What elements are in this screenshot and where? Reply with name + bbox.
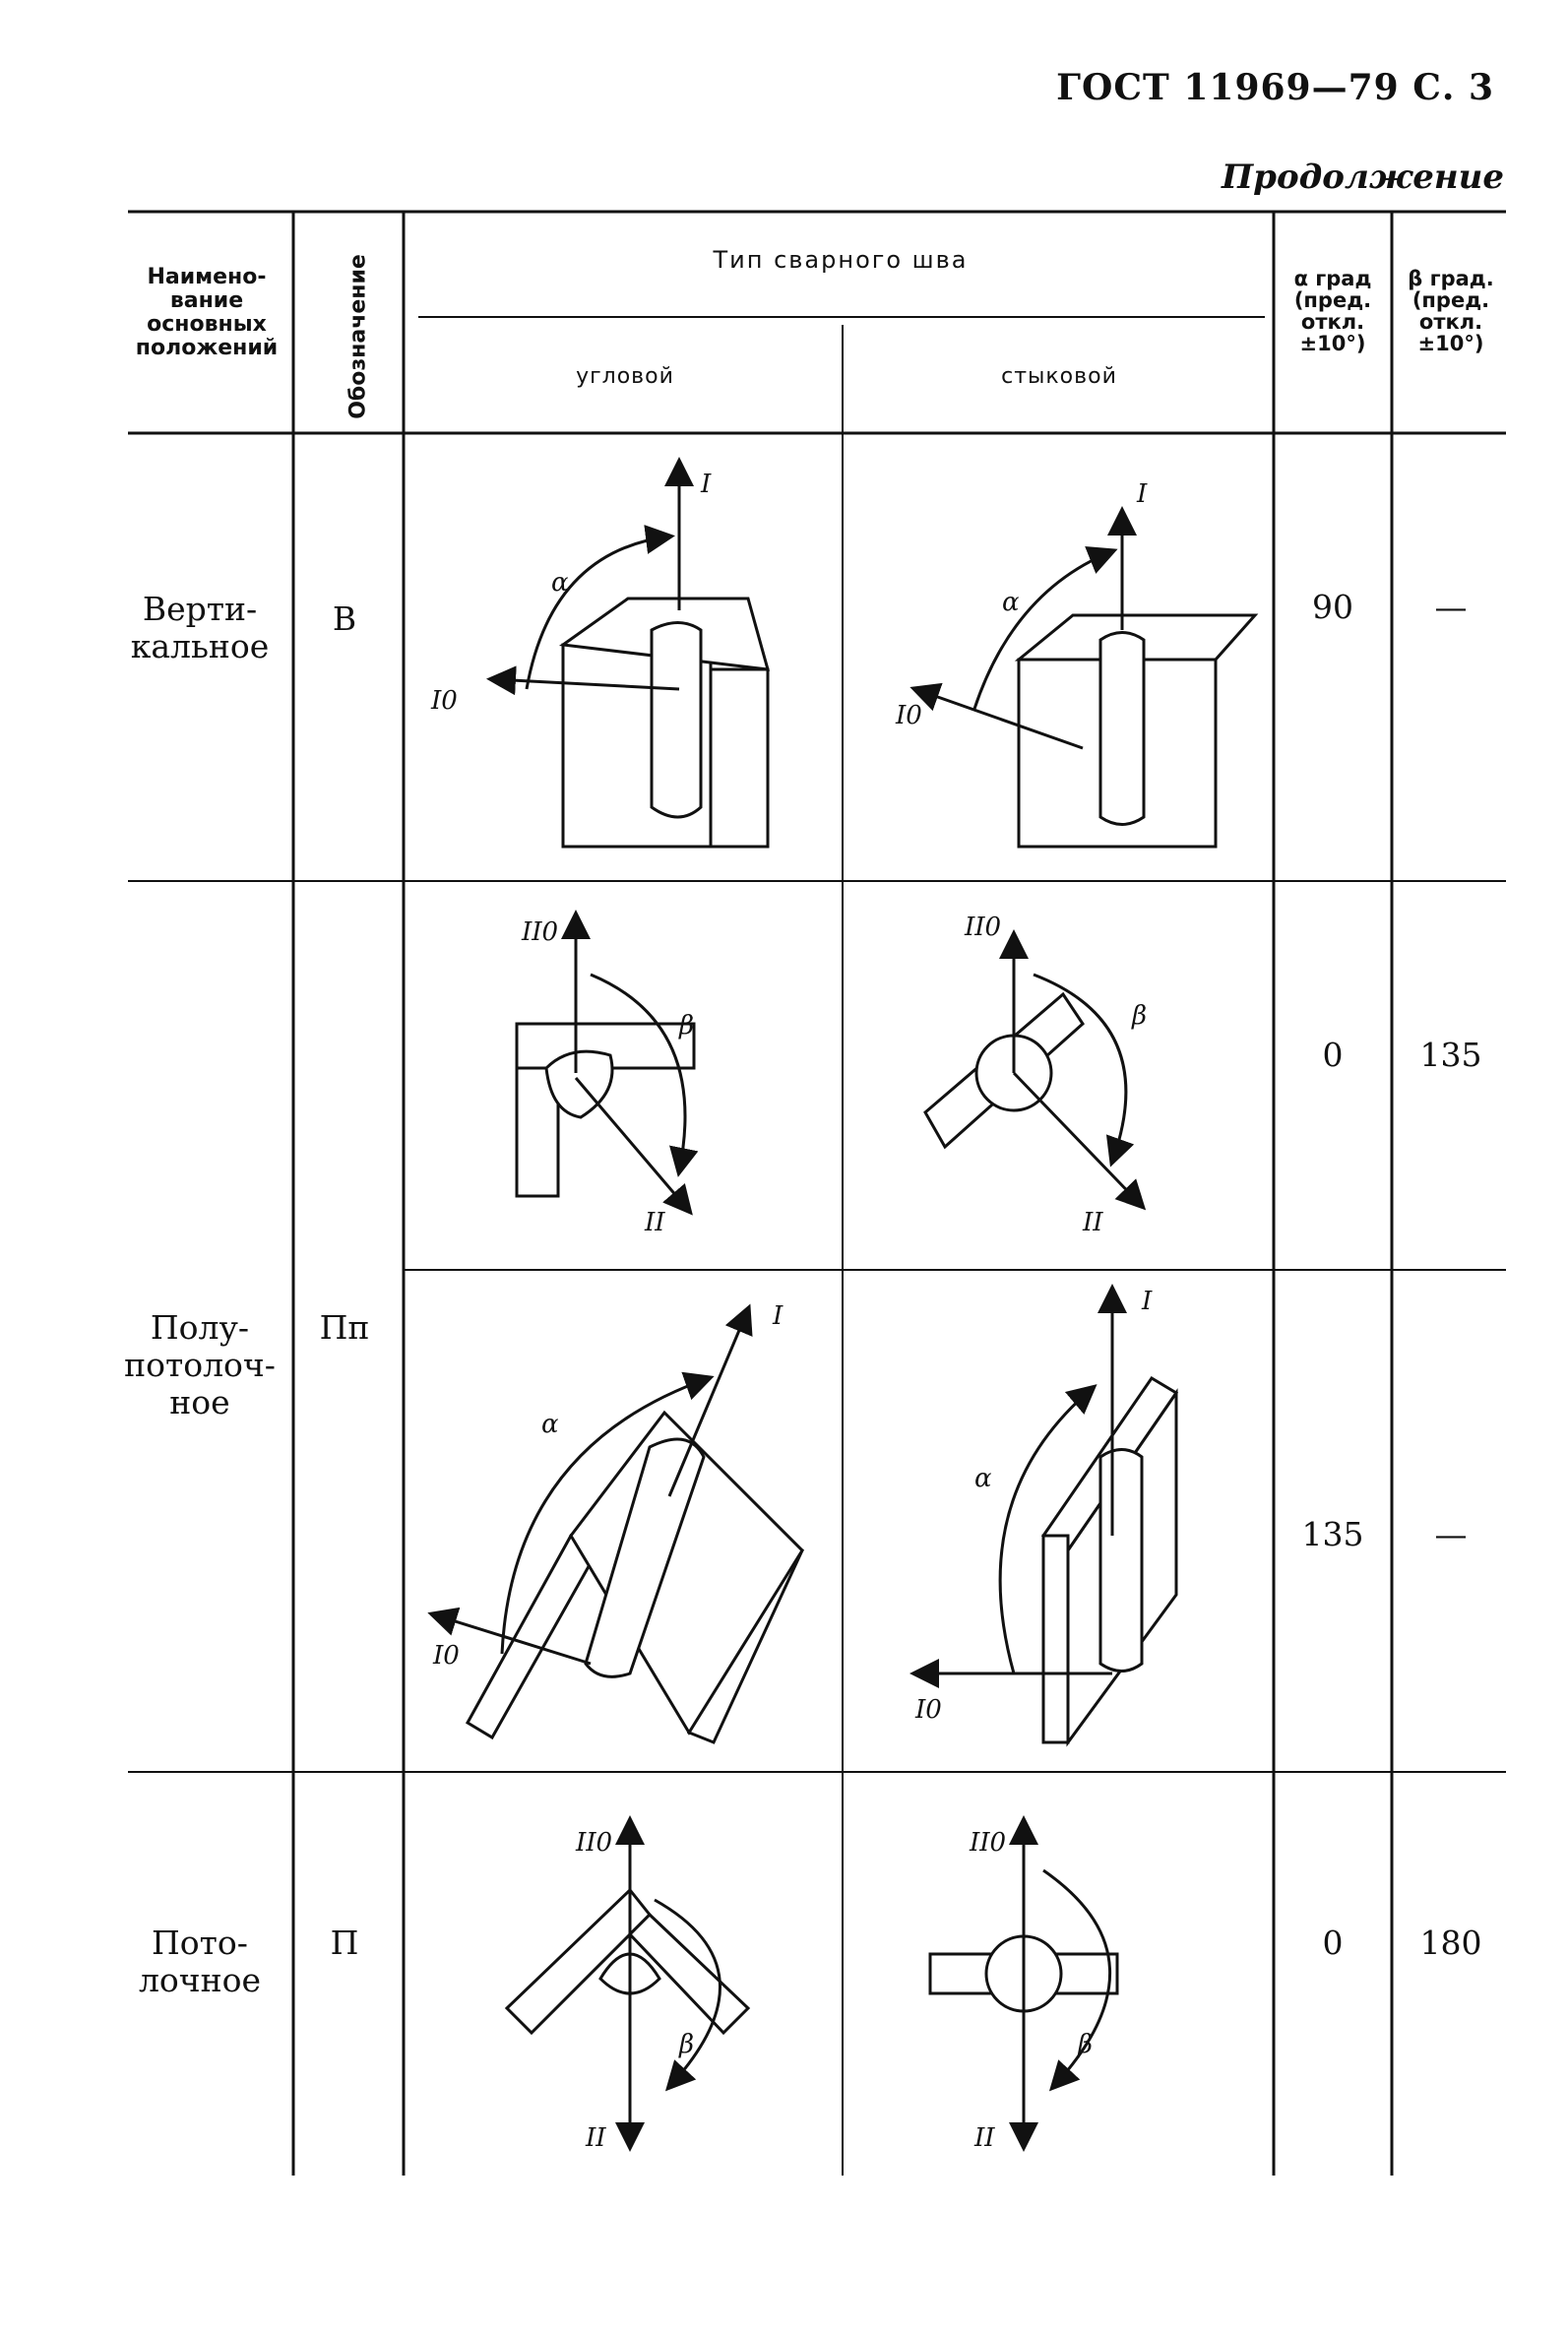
label-fig8-beta: β	[1077, 2030, 1093, 2059]
row-ceiling-name: Пото-лочное	[138, 1924, 262, 1999]
header-weld-type: Тип сварного шва	[713, 246, 969, 274]
label-fig3-II0: II0	[521, 917, 558, 947]
row-vertical-beta: —	[1434, 588, 1468, 626]
page-header: ГОСТ 11969—79 С. 3	[1056, 67, 1494, 108]
figure-vertical-fillet	[486, 457, 771, 849]
label-fig2-alpha: α	[1002, 588, 1020, 617]
label-fig6-alpha: α	[974, 1464, 992, 1493]
figure-semiceiling-fillet-3d	[427, 1303, 804, 1744]
figure-semiceiling-fillet-section	[515, 910, 699, 1216]
label-fig2-I: I	[1136, 479, 1148, 509]
label-fig5-I0: I0	[432, 1641, 460, 1671]
figure-semiceiling-butt-3d	[909, 1284, 1179, 1747]
row-semiceiling-name: Полу-потолоч-ное	[124, 1308, 276, 1421]
label-fig5-alpha: α	[541, 1410, 559, 1439]
figure-semiceiling-butt-section	[923, 929, 1147, 1211]
label-fig8-II: II	[973, 2123, 995, 2153]
figure-vertical-butt	[909, 506, 1259, 849]
header-name: Наимено-вание основных положений	[135, 265, 279, 360]
row-ceiling-beta: 180	[1419, 1924, 1482, 1962]
header-beta: β град. (пред. откл. ±10°)	[1408, 267, 1494, 355]
label-fig7-II: II	[585, 2123, 606, 2153]
figure-ceiling-butt	[928, 1815, 1119, 2152]
row-semiceiling-beta-2: —	[1434, 1515, 1468, 1553]
label-fig8-II0: II0	[969, 1828, 1006, 1858]
label-fig1-I: I	[700, 470, 712, 499]
label-fig3-beta: β	[678, 1011, 694, 1041]
label-fig6-I0: I0	[914, 1695, 942, 1725]
row-semiceiling-alpha-1: 0	[1322, 1036, 1344, 1074]
label-fig4-II0: II0	[964, 913, 1001, 942]
label-fig4-beta: β	[1131, 1001, 1147, 1031]
row-vertical-designation: В	[332, 600, 357, 638]
header-butt: стыковой	[1001, 364, 1117, 389]
header-alpha: α град (пред. откл. ±10°)	[1293, 267, 1372, 355]
row-ceiling-alpha: 0	[1322, 1924, 1344, 1962]
label-fig5-I: I	[772, 1301, 784, 1331]
row-semiceiling-designation: Пп	[319, 1308, 370, 1347]
label-fig7-II0: II0	[575, 1828, 612, 1858]
label-fig6-I: I	[1141, 1287, 1153, 1316]
label-fig1-alpha: α	[551, 568, 569, 598]
label-fig3-II: II	[644, 1208, 665, 1237]
row-vertical-name: Верти-кальное	[130, 590, 270, 665]
figure-ceiling-fillet	[504, 1815, 751, 2152]
row-semiceiling-alpha-2: 135	[1301, 1515, 1364, 1553]
row-vertical-alpha: 90	[1312, 588, 1353, 626]
label-fig7-beta: β	[678, 2030, 694, 2059]
label-fig1-I0: I0	[430, 686, 458, 716]
header-fillet: угловой	[576, 364, 674, 389]
label-fig4-II: II	[1082, 1208, 1103, 1237]
row-semiceiling-beta-1: 135	[1419, 1036, 1482, 1074]
continuation-label: Продолжение	[1222, 158, 1504, 197]
row-ceiling-designation: П	[330, 1924, 359, 1962]
label-fig2-I0: I0	[895, 701, 922, 730]
